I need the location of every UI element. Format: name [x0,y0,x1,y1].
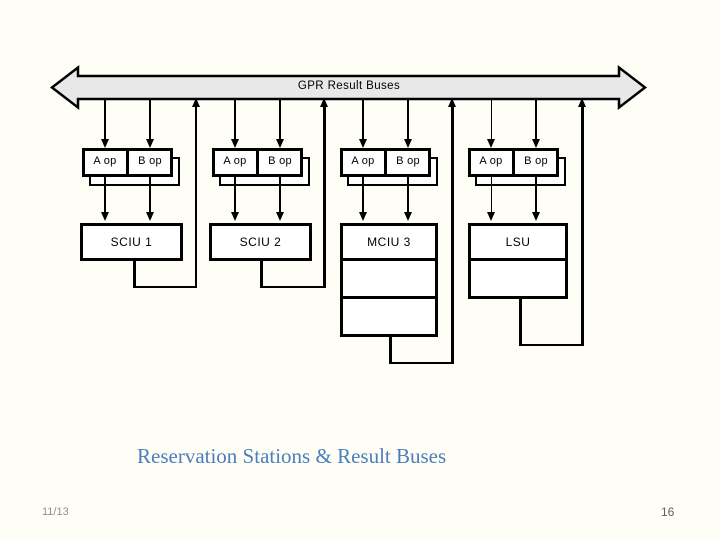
unit-box [340,223,438,337]
operand-line [234,177,236,213]
bus-drop-line [535,99,537,140]
operand-line [407,177,409,213]
page-number: 16 [661,505,675,519]
rs-divider [126,151,129,174]
operand-line [490,177,492,213]
feedback-line [133,285,197,288]
arrowhead-up-icon [577,98,586,107]
gpr-result-bus-arrow [49,64,648,111]
arrowhead-down-icon [403,212,412,221]
pipeline-divider [343,258,435,261]
unit-label: SCIU 2 [239,235,282,249]
aop-label: A op [223,155,247,167]
operand-line [149,177,151,213]
feedback-line [450,107,454,364]
aop-label: A op [479,155,503,167]
arrowhead-down-icon [275,139,284,148]
bus-drop-line [362,99,364,140]
unit-label: SCIU 1 [110,235,153,249]
bus-drop-line [104,99,106,140]
unit-label: MCIU 3 [367,234,411,249]
unit-box [468,223,568,299]
bop-label: B op [396,155,420,167]
bus-label: GPR Result Buses [297,80,401,92]
arrowhead-down-icon [100,139,109,148]
arrowhead-up-icon [191,98,200,107]
feedback-line [389,361,454,364]
rs-divider [256,151,259,174]
bop-label: B op [268,155,292,167]
arrowhead-down-icon [358,139,367,148]
unit-label: LSU [505,234,531,249]
feedback-line [322,107,326,288]
feedback-line [133,259,136,288]
aop-label: A op [93,155,117,167]
arrowhead-down-icon [145,212,154,221]
arrowhead-down-icon [358,212,367,221]
footer-date: 11/13 [42,506,69,518]
aop-label: A op [351,155,375,167]
feedback-line [260,259,263,288]
slide-caption: Reservation Stations & Result Buses [137,444,447,468]
arrowhead-down-icon [100,212,109,221]
bus-drop-line [149,99,151,140]
feedback-line [389,335,392,364]
rs-divider [384,151,387,174]
bop-label: B op [138,155,162,167]
arrowhead-down-icon [230,212,239,221]
bus-drop-line [490,99,492,140]
operand-line [279,177,281,213]
bus-drop-line [279,99,281,140]
bus-arrow-shape [49,64,648,111]
arrowhead-down-icon [531,139,540,148]
pipeline-divider [471,258,565,261]
feedback-line [519,296,522,346]
arrowhead-down-icon [486,139,495,148]
feedback-line [260,285,326,288]
rs-divider [512,151,515,174]
arrowhead-down-icon [486,212,495,221]
bop-label: B op [524,155,548,167]
arrowhead-up-icon [447,98,456,107]
feedback-line [519,343,584,346]
feedback-line [580,107,584,346]
operand-line [104,177,106,213]
operand-line [535,177,537,213]
unit-box [80,223,183,261]
bus-drop-line [407,99,409,140]
operand-line [362,177,364,213]
bus-drop-line [234,99,236,140]
arrowhead-up-icon [319,98,328,107]
feedback-line [195,107,197,288]
arrowhead-down-icon [145,139,154,148]
pipeline-divider [343,296,435,299]
arrowhead-down-icon [275,212,284,221]
arrowhead-down-icon [403,139,412,148]
arrowhead-down-icon [531,212,540,221]
arrowhead-down-icon [230,139,239,148]
